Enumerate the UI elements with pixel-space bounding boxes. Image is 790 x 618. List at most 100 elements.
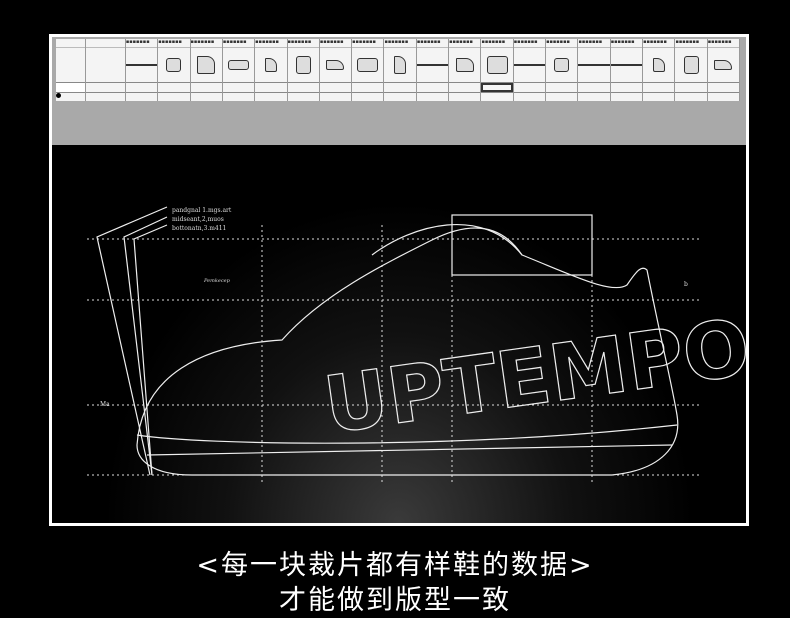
midsole-line: [136, 424, 678, 444]
table-name-column: [86, 39, 126, 101]
line-icon: [513, 64, 546, 66]
piece-data-cell[interactable]: [707, 83, 740, 93]
column-header: ▪▪▪▪▪▪▪: [352, 39, 384, 48]
column-header: ▪▪▪▪▪▪▪: [287, 39, 319, 48]
pattern-piece-upper[interactable]: ▪▪▪▪▪▪▪: [546, 39, 579, 101]
pattern-piece-tab[interactable]: ▪▪▪▪▪▪▪: [643, 39, 676, 101]
piece-data-cell[interactable]: [481, 83, 513, 93]
pattern-software-panel: ▪▪▪▪▪▪▪▪▪▪▪▪▪▪▪▪▪▪▪▪▪▪▪▪▪▪▪▪▪▪▪▪▪▪▪▪▪▪▪▪…: [52, 37, 746, 145]
piece-data-cell[interactable]: [449, 83, 481, 93]
column-header: ▪▪▪▪▪▪▪: [319, 39, 352, 48]
piece-data-cell[interactable]: [158, 83, 190, 93]
column-header: ▪▪▪▪▪▪▪: [675, 39, 707, 48]
heel-icon: [714, 60, 733, 70]
column-header: ▪▪▪▪▪▪▪: [707, 39, 740, 48]
piece-preview-cell: [125, 48, 158, 83]
product-image-frame: ▪▪▪▪▪▪▪▪▪▪▪▪▪▪▪▪▪▪▪▪▪▪▪▪▪▪▪▪▪▪▪▪▪▪▪▪▪▪▪▪…: [49, 34, 749, 526]
shoe-logo-text: UPTEMPO: [319, 303, 746, 452]
shoe-outline: [96, 206, 679, 476]
piece-data-cell[interactable]: [222, 83, 255, 93]
row-marker-icon: [56, 93, 61, 98]
pattern-piece-heel-counter[interactable]: ▪▪▪▪▪▪▪: [255, 39, 288, 101]
pattern-piece-line[interactable]: ▪▪▪▪▪▪▪: [513, 39, 547, 101]
line-icon: [416, 64, 449, 66]
caption-line-2: 才能做到版型一致: [279, 585, 511, 616]
column-header: ▪▪▪▪▪▪▪: [481, 39, 513, 48]
sketch-label: Pemkecep: [204, 278, 230, 284]
column-header: ▪▪▪▪▪▪▪: [610, 39, 643, 48]
pattern-piece-line[interactable]: ▪▪▪▪▪▪▪: [610, 39, 644, 101]
pattern-piece-eyestay[interactable]: ▪▪▪▪▪▪▪: [190, 39, 223, 101]
piece-data-cell[interactable]: [513, 83, 546, 93]
piece-preview-cell: [158, 48, 190, 83]
piece-preview-cell: [416, 48, 449, 83]
pattern-piece-line[interactable]: ▪▪▪▪▪▪▪: [578, 39, 611, 101]
pattern-piece-tip[interactable]: ▪▪▪▪▪▪▪: [481, 39, 514, 101]
heel-counter-icon: [264, 58, 277, 72]
pattern-piece-line[interactable]: ▪▪▪▪▪▪▪: [125, 39, 159, 101]
piece-preview-cell: [513, 48, 546, 83]
pattern-piece-quarter[interactable]: ▪▪▪▪▪▪▪: [449, 39, 482, 101]
column-header: ▪▪▪▪▪▪▪: [513, 39, 546, 48]
pattern-piece-vamp[interactable]: ▪▪▪▪▪▪▪: [352, 39, 385, 101]
collar-line: [371, 223, 523, 256]
piece-data-cell[interactable]: [578, 83, 610, 93]
shoe-sketch-area: UPTEMPO pandgnal 1.mgs.art midseant,2,mu…: [52, 145, 746, 523]
caption-line-1: <每一块裁片都有样鞋的数据>: [196, 550, 594, 581]
piece-preview-cell: [287, 48, 319, 83]
piece-preview-cell: [643, 48, 675, 83]
piece-preview-cell: [255, 48, 287, 83]
pattern-piece-logo-patch[interactable]: ▪▪▪▪▪▪▪: [384, 39, 417, 101]
pattern-pieces-table: ▪▪▪▪▪▪▪▪▪▪▪▪▪▪▪▪▪▪▪▪▪▪▪▪▪▪▪▪▪▪▪▪▪▪▪▪▪▪▪▪…: [56, 39, 741, 101]
piece-preview-cell: [707, 48, 740, 83]
leader-line: [123, 216, 168, 476]
pattern-piece-collar[interactable]: ▪▪▪▪▪▪▪: [287, 39, 320, 101]
line-icon: [125, 64, 158, 66]
piece-data-cell[interactable]: [190, 83, 222, 93]
piece-data-cell[interactable]: [287, 83, 319, 93]
column-header: ▪▪▪▪▪▪▪: [255, 39, 287, 48]
shoe-sketch-drawing: UPTEMPO: [87, 206, 746, 485]
piece-preview-cell: [190, 48, 222, 83]
insole-icon: [683, 56, 699, 74]
piece-preview-cell: [610, 48, 643, 83]
piece-data-cell[interactable]: [125, 83, 158, 93]
lace-loop-icon: [326, 60, 345, 70]
pattern-piece-heel[interactable]: ▪▪▪▪▪▪▪: [707, 39, 741, 101]
pattern-piece-toe-cap[interactable]: ▪▪▪▪▪▪▪: [222, 39, 256, 101]
column-header: ▪▪▪▪▪▪▪: [125, 39, 158, 48]
line-icon: [578, 64, 610, 66]
leader-line: [133, 224, 168, 476]
piece-data-cell[interactable]: [319, 83, 352, 93]
column-header: ▪▪▪▪▪▪▪: [643, 39, 675, 48]
tip-icon: [486, 56, 508, 74]
pattern-piece-tongue[interactable]: ▪▪▪▪▪▪▪: [158, 39, 191, 101]
pattern-piece-insole[interactable]: ▪▪▪▪▪▪▪: [675, 39, 708, 101]
piece-data-cell[interactable]: [610, 83, 643, 93]
outsole-line: [146, 444, 673, 456]
column-header: ▪▪▪▪▪▪▪: [158, 39, 190, 48]
piece-preview-cell: [449, 48, 481, 83]
column-header: ▪▪▪▪▪▪▪: [546, 39, 578, 48]
column-header: ▪▪▪▪▪▪▪: [449, 39, 481, 48]
piece-preview-cell: [222, 48, 255, 83]
piece-preview-cell: [384, 48, 416, 83]
pattern-piece-lace-loop[interactable]: ▪▪▪▪▪▪▪: [319, 39, 353, 101]
right-mark: b: [684, 281, 688, 288]
piece-data-cell[interactable]: [255, 83, 287, 93]
piece-data-cell[interactable]: [416, 83, 449, 93]
piece-data-cell[interactable]: [643, 83, 675, 93]
guide-lines: [87, 225, 702, 485]
piece-preview-cell: [675, 48, 707, 83]
piece-preview-cell: [352, 48, 384, 83]
quarter-icon: [455, 58, 474, 72]
vamp-icon: [357, 58, 379, 72]
pattern-piece-line[interactable]: ▪▪▪▪▪▪▪: [416, 39, 450, 101]
piece-data-cell[interactable]: [352, 83, 384, 93]
tab-icon: [652, 58, 665, 72]
piece-data-cell[interactable]: [384, 83, 416, 93]
tongue-icon: [166, 58, 182, 72]
logo-patch-icon: [394, 56, 407, 74]
piece-data-cell[interactable]: [675, 83, 707, 93]
piece-data-cell[interactable]: [546, 83, 578, 93]
